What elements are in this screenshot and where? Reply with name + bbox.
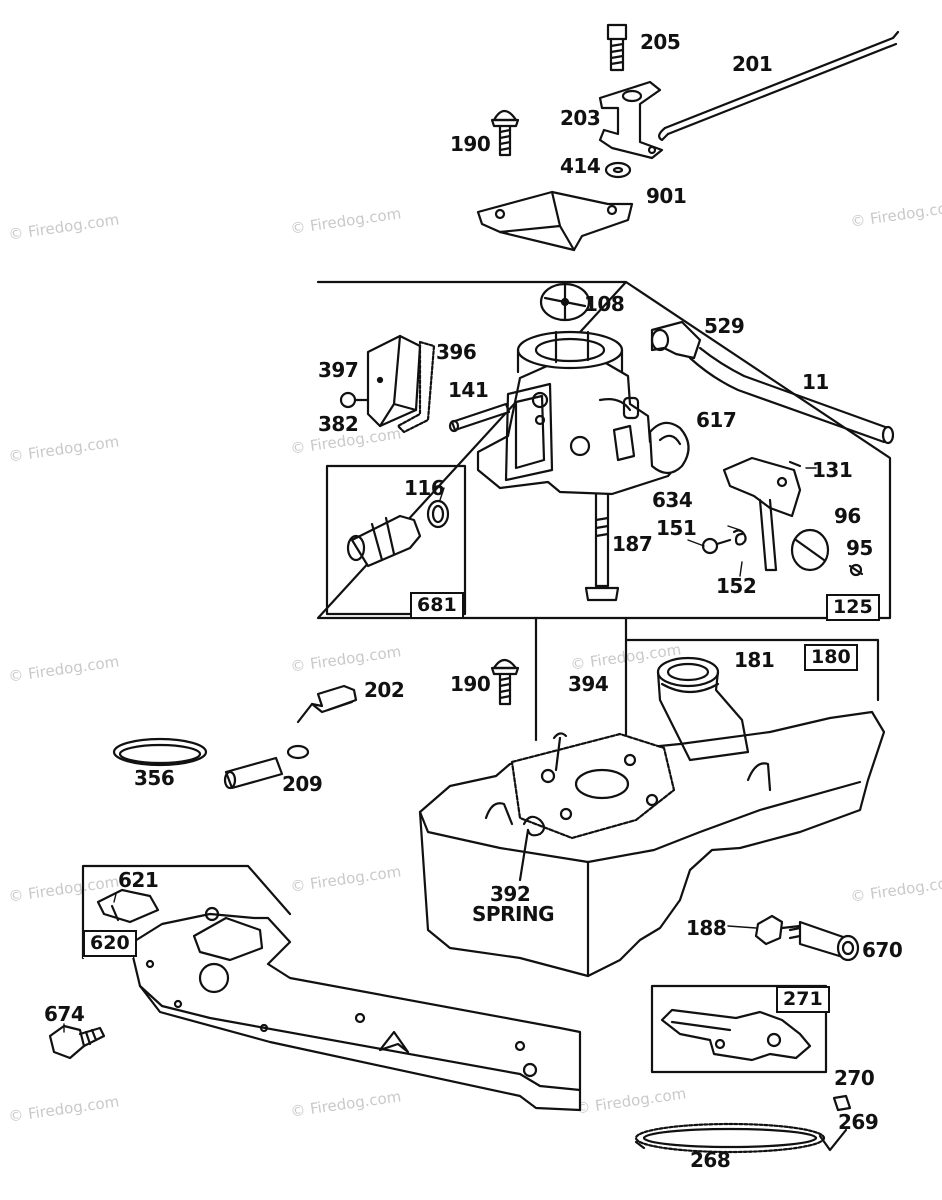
label-181: 181 bbox=[734, 648, 775, 672]
choke-plate-96 bbox=[790, 528, 830, 572]
control-bracket bbox=[128, 906, 582, 1112]
fuel-inlet-needle-116 bbox=[346, 499, 450, 568]
carburetor-body bbox=[476, 330, 682, 496]
label-spring: SPRING bbox=[472, 902, 555, 926]
label-901: 901 bbox=[646, 184, 687, 208]
label-187: 187 bbox=[612, 532, 653, 556]
box-label-180: 180 bbox=[804, 644, 858, 671]
label-617: 617 bbox=[696, 408, 737, 432]
tube-clamp-617 bbox=[648, 421, 690, 475]
throttle-plate-108 bbox=[539, 282, 591, 322]
label-268: 268 bbox=[690, 1148, 731, 1172]
label-674: 674 bbox=[44, 1002, 85, 1026]
spring-209 bbox=[223, 744, 310, 790]
screw-190-top bbox=[490, 109, 520, 157]
kit-681-frame bbox=[325, 464, 467, 616]
throttle-lever-634 bbox=[722, 456, 802, 572]
label-152: 152 bbox=[716, 574, 757, 598]
label-397: 397 bbox=[318, 358, 359, 382]
label-116: 116 bbox=[404, 476, 445, 500]
fitting-188 bbox=[754, 914, 802, 946]
filler-neck-181 bbox=[656, 656, 750, 762]
label-621: 621 bbox=[118, 868, 159, 892]
screw-95 bbox=[848, 563, 864, 577]
label-270: 270 bbox=[834, 1066, 875, 1090]
label-190-top: 190 bbox=[450, 132, 491, 156]
label-529: 529 bbox=[704, 314, 745, 338]
label-11: 11 bbox=[802, 370, 829, 394]
label-201: 201 bbox=[732, 52, 773, 76]
plate-901 bbox=[476, 190, 634, 252]
diaphragm-gasket-394 bbox=[510, 732, 676, 840]
tank-frame-180 bbox=[624, 616, 880, 750]
fuel-pipe-11 bbox=[688, 346, 895, 445]
governor-link-201 bbox=[658, 30, 900, 142]
kit-271-frame bbox=[650, 984, 828, 1074]
label-634: 634 bbox=[652, 488, 693, 512]
box-label-271: 271 bbox=[776, 986, 830, 1013]
label-95: 95 bbox=[846, 536, 873, 560]
label-96: 96 bbox=[834, 504, 861, 528]
label-209: 209 bbox=[282, 772, 323, 796]
ring-356 bbox=[112, 737, 208, 767]
box-label-125: 125 bbox=[826, 594, 880, 621]
label-394: 394 bbox=[568, 672, 609, 696]
air-filter-397 bbox=[366, 334, 422, 428]
label-188: 188 bbox=[686, 916, 727, 940]
label-382: 382 bbox=[318, 412, 359, 436]
label-269: 269 bbox=[838, 1110, 879, 1134]
screw-190-lower bbox=[490, 658, 520, 706]
fuel-filter-670 bbox=[788, 920, 860, 962]
label-414: 414 bbox=[560, 154, 601, 178]
box-label-681: 681 bbox=[410, 592, 464, 619]
bracket-203 bbox=[598, 80, 664, 160]
label-203: 203 bbox=[560, 106, 601, 130]
needle-187 bbox=[584, 492, 620, 602]
bolt-674 bbox=[48, 1024, 106, 1060]
seal-268 bbox=[634, 1122, 848, 1154]
label-205: 205 bbox=[640, 30, 681, 54]
screw-382 bbox=[339, 391, 370, 409]
label-356: 356 bbox=[134, 766, 175, 790]
clip-202 bbox=[296, 684, 358, 724]
choke-lever-271 bbox=[660, 1008, 812, 1062]
label-190-lower: 190 bbox=[450, 672, 491, 696]
label-396: 396 bbox=[436, 340, 477, 364]
gasket-396 bbox=[396, 340, 436, 434]
screw-151 bbox=[701, 537, 732, 555]
box-label-620: 620 bbox=[83, 930, 137, 957]
plate-621 bbox=[96, 888, 160, 924]
throttle-shaft-141 bbox=[448, 402, 511, 433]
label-131: 131 bbox=[812, 458, 853, 482]
label-141: 141 bbox=[448, 378, 489, 402]
spring-392 bbox=[518, 815, 546, 882]
washer-414 bbox=[604, 161, 632, 179]
label-202: 202 bbox=[364, 678, 405, 702]
bolt-205 bbox=[606, 23, 628, 72]
leader-lines bbox=[63, 467, 817, 1033]
carburetor-section-frame bbox=[316, 280, 892, 620]
label-151: 151 bbox=[656, 516, 697, 540]
nut-270 bbox=[832, 1094, 852, 1112]
spring-152 bbox=[732, 529, 747, 546]
elbow-529 bbox=[650, 320, 702, 360]
label-670: 670 bbox=[862, 938, 903, 962]
label-108: 108 bbox=[584, 292, 625, 316]
label-392: 392 bbox=[490, 882, 531, 906]
